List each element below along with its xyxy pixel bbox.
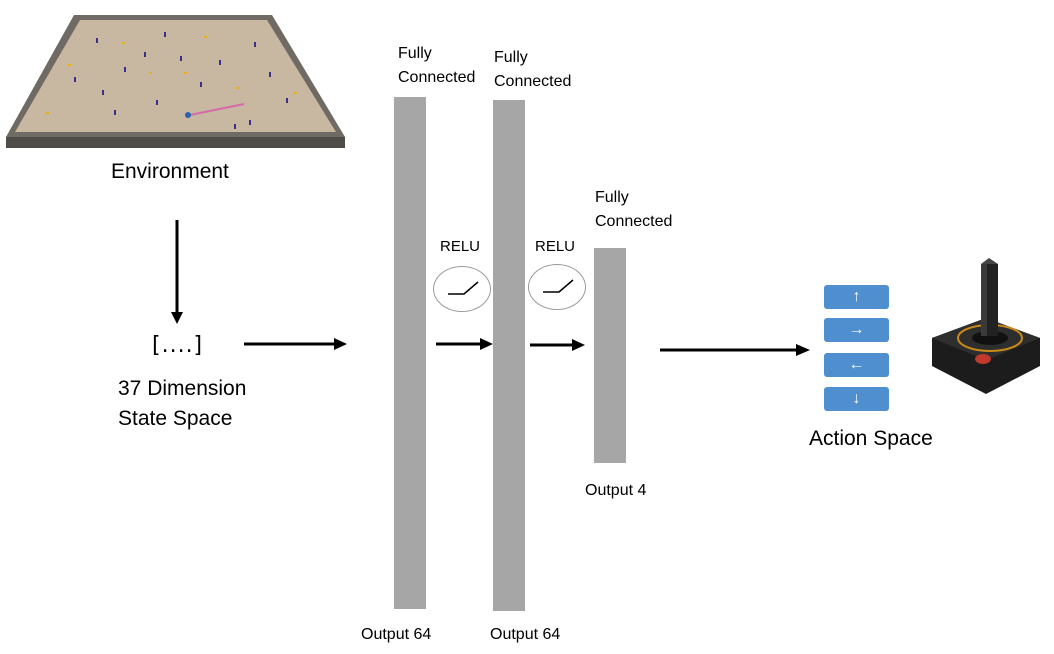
layer3-output: Output 4 xyxy=(585,482,647,499)
state-space-label-line1: 37 Dimension xyxy=(118,377,247,400)
arrow-state-to-layer1 xyxy=(244,338,347,350)
relu2-label: RELU xyxy=(535,238,576,255)
arrow-left-icon: ← xyxy=(848,356,865,373)
layer2-title-line2: Connected xyxy=(494,73,572,90)
relu1-label: RELU xyxy=(440,238,481,255)
arrow-down-icon: ↓ xyxy=(852,390,861,407)
relu1-icon xyxy=(433,266,491,312)
layer1-title-line1: Fully xyxy=(398,45,432,62)
arrow-up-icon: ↑ xyxy=(852,288,861,305)
arrow-right-icon: → xyxy=(848,321,865,338)
action-down-button[interactable]: ↓ xyxy=(824,387,889,411)
action-up-button[interactable]: ↑ xyxy=(824,285,889,309)
layer2-output: Output 64 xyxy=(490,626,561,643)
action-space-label: Action Space xyxy=(809,427,933,450)
layer3-bar xyxy=(594,248,626,463)
arrow-layer3-to-actions xyxy=(660,344,810,356)
layer1-title-line2: Connected xyxy=(398,69,476,86)
layer3-title-line2: Connected xyxy=(595,213,673,230)
relu2-icon xyxy=(528,264,586,310)
layer1-bar xyxy=(394,97,426,609)
layer1-output: Output 64 xyxy=(361,626,432,643)
arrow-layer1-to-layer2 xyxy=(436,338,493,350)
layer2-bar xyxy=(493,100,525,611)
layer3-title-line1: Fully xyxy=(595,189,629,206)
environment-image xyxy=(6,15,345,148)
arrow-layer2-to-layer3 xyxy=(530,339,585,351)
action-right-button[interactable]: → xyxy=(824,318,889,342)
arrow-env-to-state xyxy=(171,220,183,324)
environment-label: Environment xyxy=(111,160,229,183)
state-space-label-line2: State Space xyxy=(118,407,233,430)
layer2-title-line1: Fully xyxy=(494,49,528,66)
joystick-icon xyxy=(932,258,1040,394)
action-left-button[interactable]: ← xyxy=(824,353,889,377)
state-vector: [....] xyxy=(152,333,204,358)
